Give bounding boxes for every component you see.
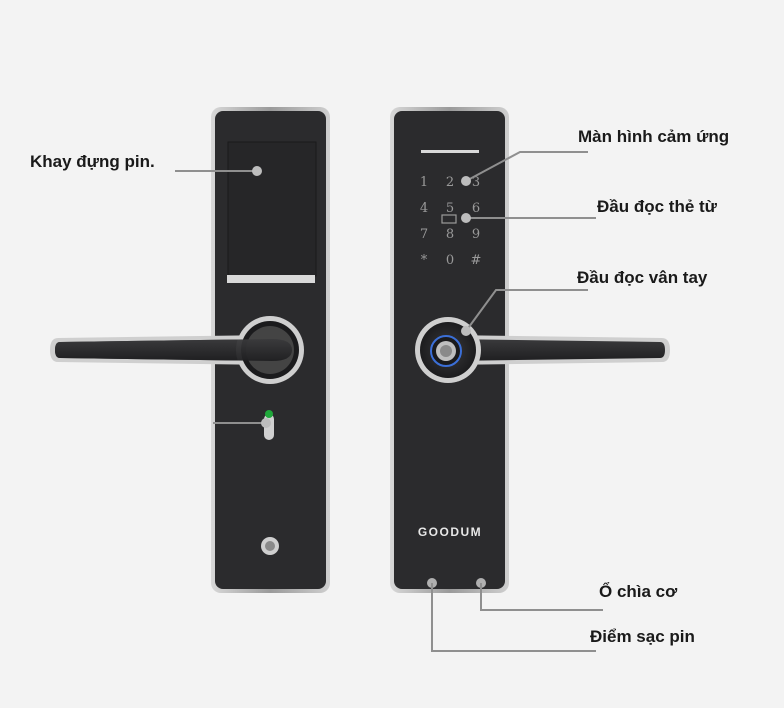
keypad-key-5: 6: [472, 201, 480, 216]
battery-tray: [227, 141, 317, 277]
keypad-key-9: *: [421, 253, 428, 268]
keypad: 1 2 3 4 5 6 7 8 9 * 0 #: [420, 175, 482, 268]
label-fingerprint-reader: Đầu đọc vân tay: [577, 268, 708, 287]
label-mechanical-key: Ổ chìa cơ: [599, 582, 678, 601]
keypad-key-1: 2: [446, 175, 454, 190]
touch-screen-bar: [421, 150, 479, 153]
keypad-key-4: 5: [446, 201, 454, 216]
label-card-reader: Đầu đọc thẻ từ: [597, 197, 717, 216]
battery-tray-rail: [227, 275, 315, 283]
label-touch-screen: Màn hình cảm ứng: [578, 127, 730, 146]
label-battery-tray: Khay đựng pin.: [30, 152, 155, 171]
label-charging-point: Điểm sạc pin: [590, 627, 695, 646]
keypad-key-10: 0: [446, 253, 454, 268]
brand-logo: GOODUM: [418, 525, 482, 539]
keypad-key-11: #: [471, 253, 482, 268]
keypad-key-7: 8: [446, 227, 454, 242]
back-handle: [50, 316, 304, 384]
keypad-key-0: 1: [420, 175, 428, 190]
keypad-key-2: 3: [472, 175, 480, 190]
keypad-key-6: 7: [420, 227, 428, 242]
front-handle: [415, 317, 670, 383]
keypad-key-8: 9: [472, 227, 480, 242]
keypad-key-3: 4: [420, 201, 428, 216]
indicator-green-dot: [265, 410, 273, 418]
leader-lines: [175, 151, 603, 652]
card-reader-icon: [441, 214, 457, 224]
